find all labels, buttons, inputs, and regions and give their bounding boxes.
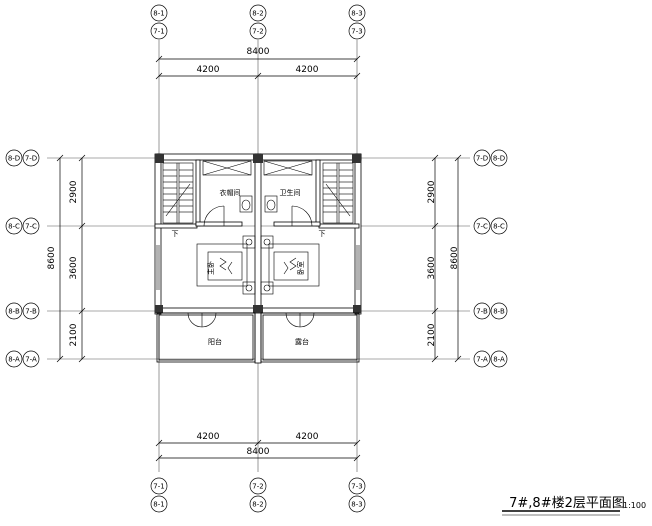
room-terrace: 露台: [295, 337, 309, 346]
grid-label-right-b-a: 7-B: [476, 308, 488, 316]
room-bedroom: 卧室: [296, 261, 305, 275]
room-master-bedroom: 主卧: [206, 261, 215, 275]
room-walk-in-closet: 衣帽间: [220, 188, 241, 197]
building-walls: [154, 153, 362, 364]
grid-label-left-c-b: 7-C: [25, 223, 37, 231]
grid-label-left-a-a: 8-A: [8, 356, 20, 364]
stair-mark-right: 下: [319, 230, 326, 238]
drawing-title: 7#,8#楼2层平面图: [509, 496, 625, 511]
room-balcony: 阳台: [208, 337, 222, 346]
dim-bottom-seg-1: 4200: [197, 432, 220, 442]
grid-label-left-a-b: 7-A: [25, 356, 37, 364]
grid-label-bottom-3-upper: 7-3: [351, 483, 362, 491]
bottom-dimension-lines: [155, 439, 361, 462]
dim-top-seg-2: 4200: [296, 65, 319, 75]
grid-label-left-b-a: 8-B: [8, 308, 20, 316]
grid-label-right-b-b: 8-B: [493, 308, 505, 316]
grid-label-left-d-b: 7-D: [25, 155, 37, 163]
stair-mark-left: 下: [172, 230, 179, 238]
right-dimension-lines: [431, 154, 462, 363]
grid-label-right-a-a: 7-A: [476, 356, 488, 364]
dim-bottom-seg-2: 4200: [296, 432, 319, 442]
grid-label-top-3-upper: 8-3: [351, 10, 362, 18]
left-bubbles: [5, 149, 40, 368]
room-bathroom: 卫生间: [280, 188, 301, 197]
grid-label-bottom-2-upper: 7-2: [252, 483, 263, 491]
grid-label-right-a-b: 8-A: [493, 356, 505, 364]
side-windows: [156, 245, 360, 290]
left-dimension-lines: [56, 154, 86, 363]
grid-label-right-d-b: 8-D: [493, 155, 505, 163]
drawing-scale: 1:100: [623, 501, 646, 510]
dim-right-seg-2: 3600: [427, 256, 437, 279]
dim-left-seg-2: 3600: [69, 256, 79, 279]
balcony-doors: [187, 312, 315, 328]
bathroom-fixtures: [202, 160, 313, 227]
dim-left-seg-1: 2900: [69, 180, 79, 203]
grid-label-right-c-a: 7-C: [476, 223, 488, 231]
grid-label-right-c-b: 8-C: [493, 223, 505, 231]
dim-right-seg-3: 2100: [427, 323, 437, 346]
balcony-outline: [156, 312, 360, 363]
grid-label-right-d-a: 7-D: [476, 155, 488, 163]
grid-label-bottom-1-upper: 7-1: [153, 483, 164, 491]
right-bubbles: [473, 149, 508, 368]
grid-label-top-3-lower: 7-3: [351, 28, 362, 36]
dim-left-seg-3: 2100: [69, 323, 79, 346]
left-stair: [162, 162, 194, 224]
grid-label-top-1-lower: 7-1: [153, 28, 164, 36]
bottom-bubbles: [150, 477, 366, 513]
dim-right-total: 8600: [450, 246, 460, 269]
grid-label-top-2-upper: 8-2: [252, 10, 263, 18]
dim-bottom-total: 8400: [247, 447, 270, 457]
grid-label-left-c-a: 8-C: [8, 223, 20, 231]
top-dimension-lines: [155, 55, 361, 80]
grid-label-top-2-lower: 7-2: [252, 28, 263, 36]
right-stair: [322, 162, 354, 224]
grid-label-left-d-a: 8-D: [8, 155, 20, 163]
top-bubbles: [150, 4, 366, 40]
dim-top-total: 8400: [247, 47, 270, 57]
grid-label-bottom-2-lower: 8-2: [252, 501, 263, 509]
dim-right-seg-1: 2900: [427, 180, 437, 203]
grid-label-bottom-3-lower: 8-3: [351, 501, 362, 509]
grid-label-left-b-b: 7-B: [25, 308, 37, 316]
grid-label-top-1-upper: 8-1: [153, 10, 164, 18]
bed-right: [260, 235, 320, 295]
dim-left-total: 8600: [47, 246, 57, 269]
bed-left: [196, 235, 256, 295]
dim-top-seg-1: 4200: [197, 65, 220, 75]
grid-label-bottom-1-lower: 8-1: [153, 501, 164, 509]
